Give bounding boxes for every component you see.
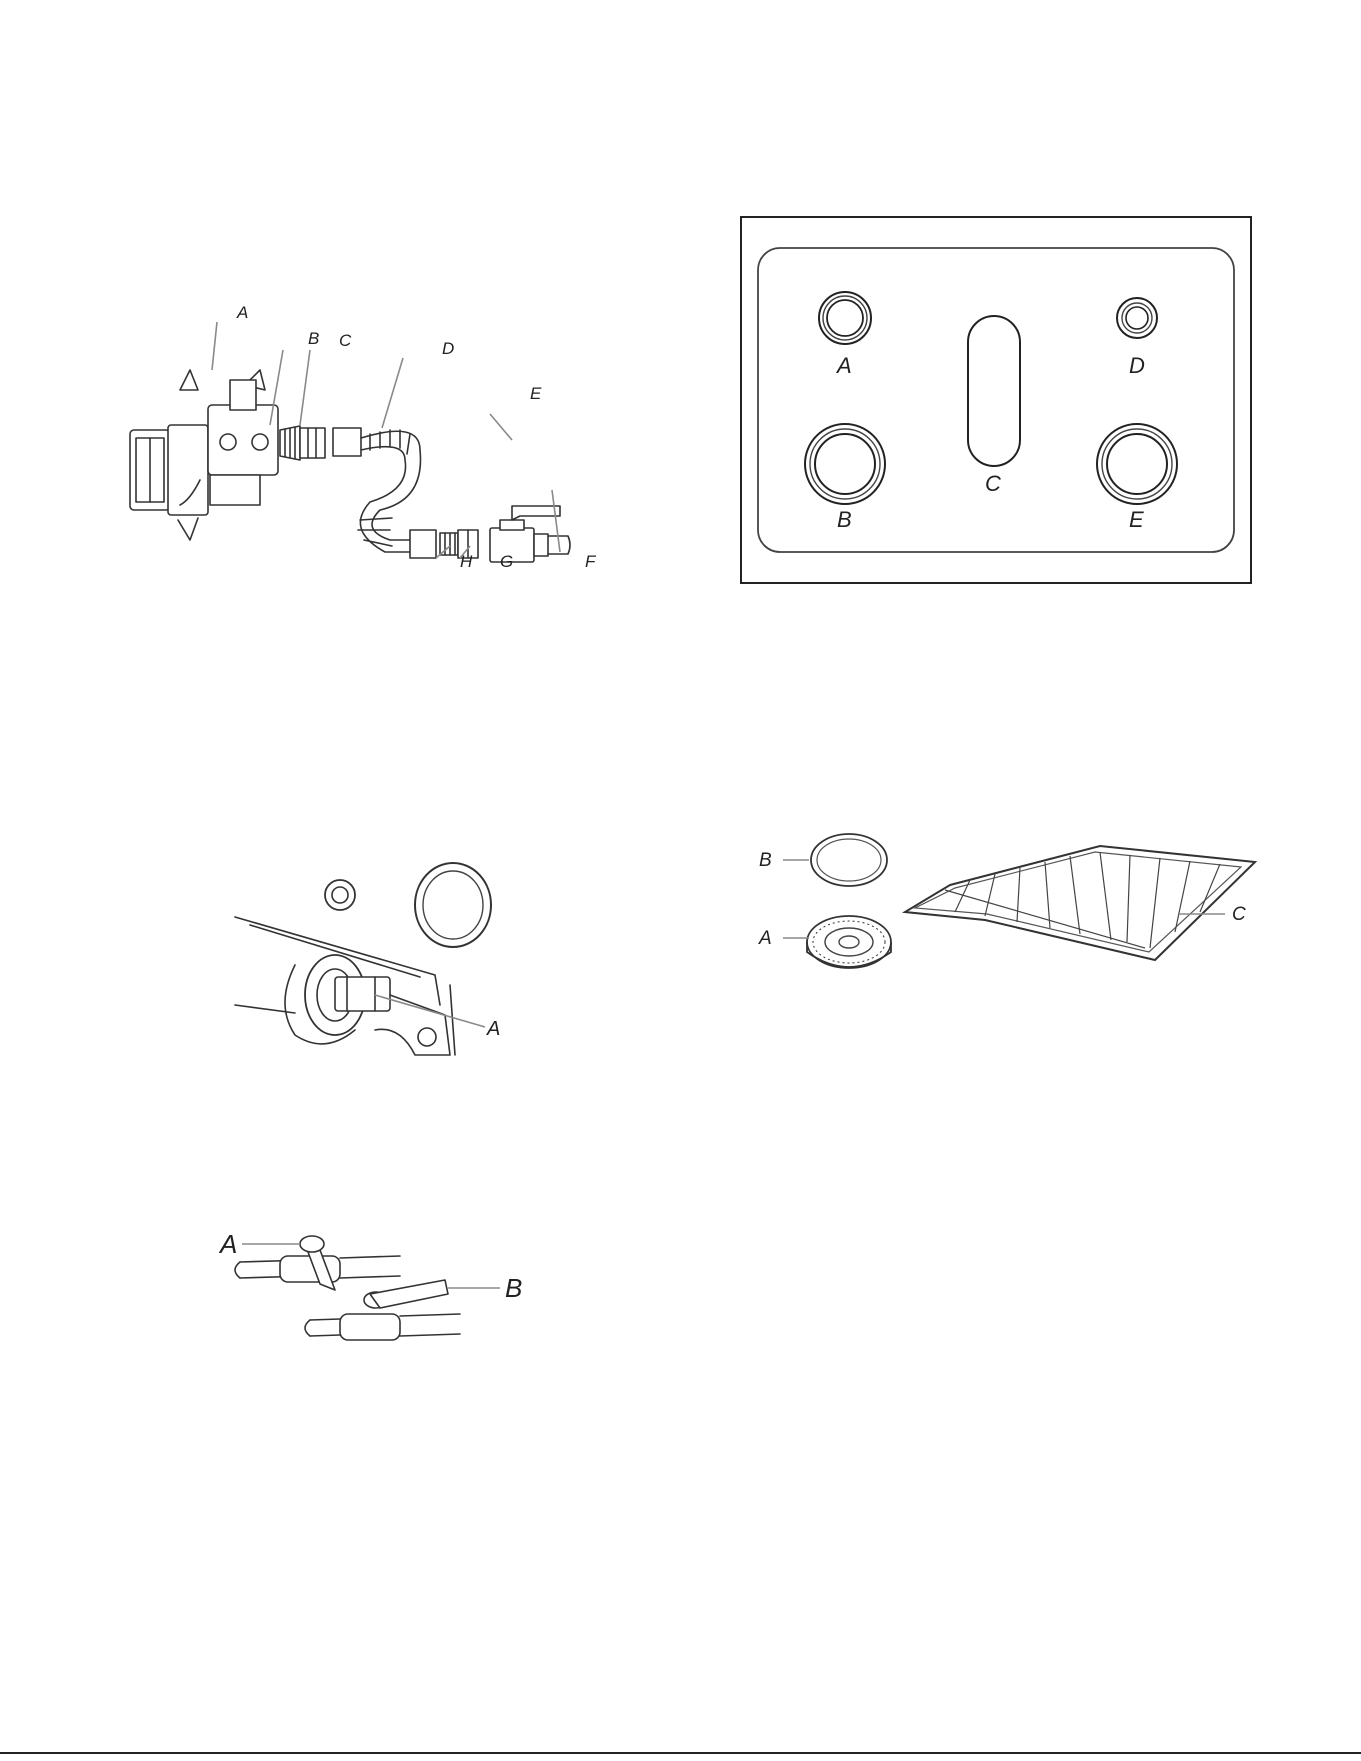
label-d: D	[1129, 353, 1145, 378]
burner-parts-figure: B A C	[755, 830, 1255, 1000]
label-e: E	[1129, 507, 1144, 532]
valve-b-drawing	[305, 1280, 460, 1340]
label-a: A	[236, 303, 248, 322]
fitting-b-drawing	[280, 426, 300, 460]
label-c: C	[985, 471, 1001, 496]
leader-a	[212, 322, 217, 370]
orifice-drawing	[235, 863, 491, 1055]
label-a: A	[758, 928, 772, 949]
label-c: C	[339, 331, 352, 350]
fitting-c-drawing	[300, 428, 325, 458]
label-c: C	[1232, 904, 1246, 925]
label-a: A	[218, 1229, 237, 1259]
figure-frame	[741, 217, 1251, 583]
label-b: B	[759, 850, 772, 871]
burner-cap-drawing	[811, 834, 887, 886]
leader-a	[375, 995, 485, 1027]
label-b: B	[837, 507, 852, 532]
label-d: D	[442, 339, 454, 358]
shutoff-valve-figure: A B	[220, 1220, 550, 1360]
label-a: A	[486, 1018, 500, 1040]
label-f: F	[585, 552, 597, 571]
grate-drawing	[905, 846, 1255, 960]
regulator-drawing	[130, 370, 278, 540]
connector-nut-2	[410, 530, 436, 558]
leader-f	[552, 490, 560, 552]
leader-e	[490, 414, 512, 440]
label-a: A	[835, 353, 852, 378]
label-g: G	[500, 552, 513, 571]
gas-connection-figure: A B C D E F G H	[120, 330, 640, 580]
cooktop-layout-figure: A B C D E	[740, 216, 1252, 584]
label-b: B	[308, 329, 319, 348]
page-bottom-rule	[0, 1752, 1361, 1754]
connector-nut	[333, 428, 361, 456]
leader-c	[300, 350, 310, 425]
label-h: H	[460, 552, 473, 571]
burner-base-drawing	[807, 916, 891, 968]
leader-d	[382, 358, 403, 428]
label-b: B	[505, 1273, 522, 1303]
orifice-figure: A	[235, 855, 535, 1075]
label-e: E	[530, 384, 542, 403]
